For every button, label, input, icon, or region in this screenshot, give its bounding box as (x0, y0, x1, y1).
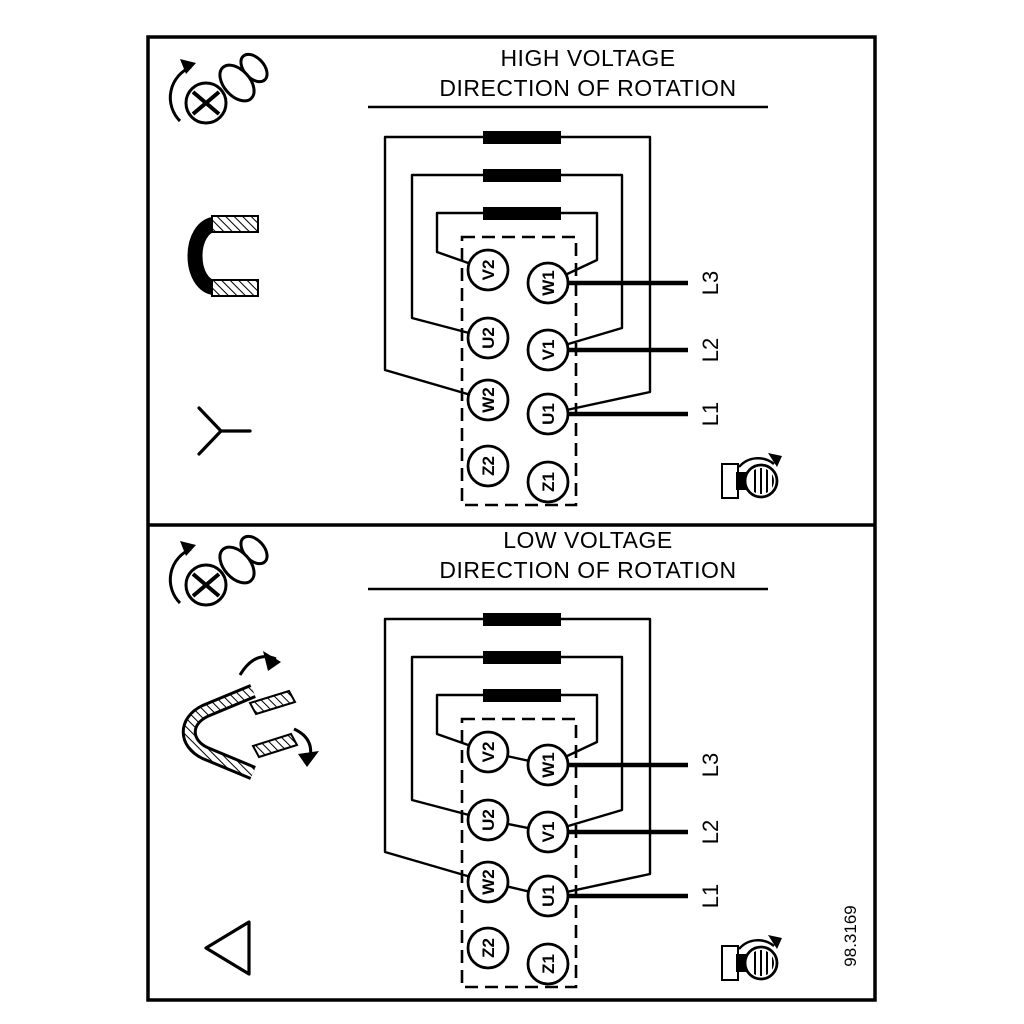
terminal-label: U2 (479, 809, 498, 831)
supply-label-l3: L3 (698, 271, 723, 295)
terminal-label: Z1 (539, 954, 558, 974)
star-symbol (197, 406, 252, 456)
jumper-bar (483, 613, 561, 626)
panel-low-voltage: LOW VOLTAGE DIRECTION OF ROTATION (168, 527, 782, 989)
terminal-u1: U1 (526, 874, 570, 918)
screw-icon (168, 52, 269, 125)
supply-label-l1: L1 (698, 884, 723, 908)
panel-title-line1: HIGH VOLTAGE (500, 45, 675, 71)
terminal-u2: U2 (466, 316, 510, 360)
terminal-label: V2 (479, 260, 498, 281)
turn-arrow-icon (168, 65, 192, 123)
terminal-label: U2 (479, 327, 498, 349)
screw-icon (168, 534, 269, 607)
figure-number: 98.3169 (841, 905, 860, 966)
terminal-label: U1 (539, 403, 558, 425)
terminal-block (460, 717, 578, 989)
terminal-label: U1 (539, 885, 558, 907)
terminal-w1: W1 (526, 743, 570, 787)
supply-label-l1: L1 (698, 402, 723, 426)
turn-arrow-icon (168, 547, 192, 605)
direction-of-rotation-icon (721, 453, 782, 499)
terminal-label: Z2 (479, 938, 498, 958)
terminal-label: W2 (479, 387, 498, 413)
terminal-v1: V1 (526, 810, 570, 854)
jumper-bar (483, 651, 561, 664)
terminal-u1: U1 (526, 392, 570, 436)
diagram-border (146, 35, 877, 1002)
panel-high-voltage: HIGH VOLTAGE DIRECTION OF ROTATION (168, 45, 782, 507)
supply-label-l2: L2 (698, 338, 723, 362)
terminal-label: W2 (479, 869, 498, 895)
terminal-label: V2 (479, 742, 498, 763)
terminal-v1: V1 (526, 328, 570, 372)
terminal-z1: Z1 (526, 460, 570, 504)
terminal-v2: V2 (466, 730, 510, 774)
jumper-bar (483, 689, 561, 702)
terminal-label: Z2 (479, 456, 498, 476)
terminal-label: V1 (539, 340, 558, 361)
terminal-z2: Z2 (466, 444, 510, 488)
terminal-z1: Z1 (526, 942, 570, 986)
terminal-u2: U2 (466, 798, 510, 842)
panel-title-line1: LOW VOLTAGE (503, 527, 673, 553)
jumper-bar (483, 207, 561, 220)
jumper-bar (483, 131, 561, 144)
panel-title-line2: DIRECTION OF ROTATION (439, 557, 736, 583)
terminal-w2: W2 (466, 378, 510, 422)
terminal-w2: W2 (466, 860, 510, 904)
terminal-label: V1 (539, 822, 558, 843)
terminal-w1: W1 (526, 261, 570, 305)
supply-label-l2: L2 (698, 820, 723, 844)
terminal-v2: V2 (466, 248, 510, 292)
terminal-label: W1 (539, 752, 558, 778)
supply-label-l3: L3 (698, 753, 723, 777)
direction-of-rotation-icon (721, 935, 782, 981)
terminal-label: Z1 (539, 472, 558, 492)
jumper-bar (483, 169, 561, 182)
jumper-move-icon (181, 651, 319, 780)
jumper-link-icon (187, 215, 259, 297)
terminal-z2: Z2 (466, 926, 510, 970)
terminal-label: W1 (539, 270, 558, 296)
terminal-block (460, 235, 578, 507)
panel-title-line2: DIRECTION OF ROTATION (439, 75, 736, 101)
delta-symbol (204, 920, 251, 976)
